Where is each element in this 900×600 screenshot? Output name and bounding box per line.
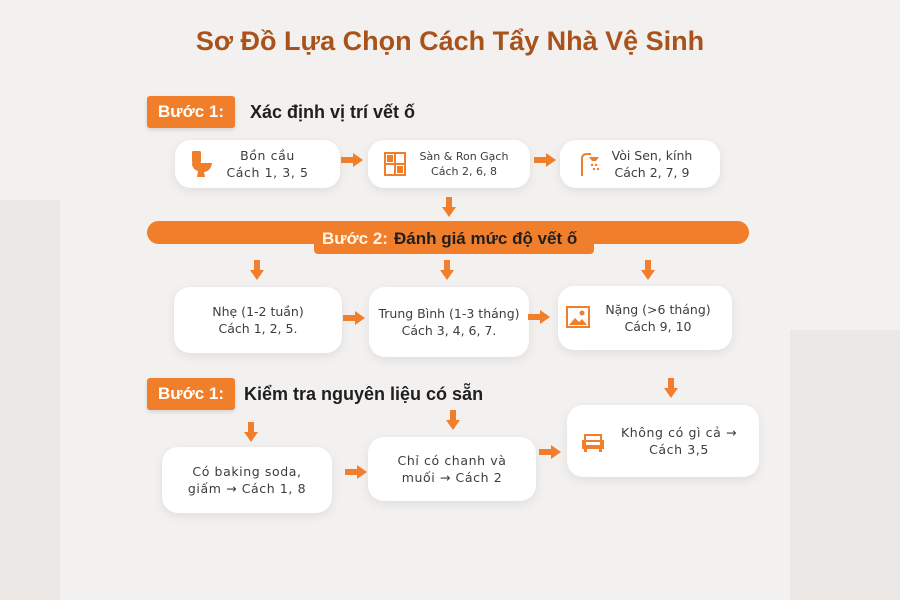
arrow-down-icon — [442, 197, 456, 217]
arrow-right-icon — [343, 311, 365, 325]
step2-badge: Bước 2: Đánh giá mức độ vết ố — [314, 224, 594, 254]
card-light-stain: Nhẹ (1-2 tuần) Cách 1, 2, 5. — [174, 287, 342, 353]
card-label: Trung Bình (1-3 tháng) — [378, 306, 520, 321]
tile-icon — [384, 152, 406, 176]
card-shower: Vòi Sen, kính Cách 2, 7, 9 — [560, 140, 720, 188]
step3-badge: Bước 1: — [147, 378, 235, 410]
step2-title: Đánh giá mức độ vết ố — [393, 229, 578, 248]
card-methods: Cách 1, 2, 5. — [218, 321, 298, 336]
card-methods: muối → Cách 2 — [401, 470, 503, 485]
card-methods: giấm → Cách 1, 8 — [187, 481, 307, 496]
arrow-down-icon — [244, 422, 258, 442]
card-medium-stain: Trung Bình (1-3 tháng) Cách 3, 4, 6, 7. — [369, 287, 529, 357]
card-label: Bồn cầu — [240, 148, 295, 163]
step1-badge: Bước 1: — [147, 96, 235, 128]
card-methods: Cách 3, 4, 6, 7. — [401, 323, 497, 338]
card-methods: Cách 1, 3, 5 — [226, 165, 309, 180]
card-label: Không có gì cả → — [620, 425, 738, 440]
card-label: Nhẹ (1-2 tuần) — [212, 304, 304, 319]
card-floor-tile: Sàn & Ron Gạch Cách 2, 6, 8 — [368, 140, 530, 188]
arrow-right-icon — [534, 153, 556, 167]
step2-badge-label: Bước 2: — [322, 229, 388, 248]
background-block — [0, 200, 60, 600]
arrow-right-icon — [528, 310, 550, 324]
card-baking-soda: Có baking soda, giấm → Cách 1, 8 — [162, 447, 332, 513]
card-label: Vòi Sen, kính — [611, 148, 693, 163]
arrow-right-icon — [539, 445, 561, 459]
card-methods: Cách 3,5 — [649, 442, 709, 457]
card-nothing: Không có gì cả → Cách 3,5 — [567, 405, 759, 477]
picture-icon — [566, 306, 590, 328]
background-block — [790, 330, 900, 600]
step1-title: Xác định vị trí vết ố — [250, 102, 416, 122]
toilet-icon — [192, 151, 212, 177]
card-methods: Cách 2, 7, 9 — [614, 165, 690, 180]
sofa-icon — [582, 434, 604, 452]
arrow-right-icon — [341, 153, 363, 167]
card-label: Sàn & Ron Gạch — [419, 150, 509, 163]
arrow-down-icon — [641, 260, 655, 280]
card-methods: Cách 9, 10 — [624, 319, 692, 334]
card-label: Nặng (>6 tháng) — [605, 302, 711, 317]
card-heavy-stain: Nặng (>6 tháng) Cách 9, 10 — [558, 286, 732, 350]
card-label: Có baking soda, — [192, 464, 302, 479]
card-label: Chỉ có chanh và — [397, 453, 507, 468]
card-lemon-salt: Chỉ có chanh và muối → Cách 2 — [368, 437, 536, 501]
arrow-down-icon — [446, 410, 460, 430]
card-methods: Cách 2, 6, 8 — [431, 165, 497, 178]
step3-title: Kiểm tra nguyên liệu có sẵn — [244, 384, 484, 404]
arrow-down-icon — [440, 260, 454, 280]
arrow-right-icon — [345, 465, 367, 479]
arrow-down-icon — [250, 260, 264, 280]
page-title: Sơ Đồ Lựa Chọn Cách Tẩy Nhà Vệ Sinh — [195, 26, 705, 56]
arrow-down-icon — [664, 378, 678, 398]
shower-icon — [581, 153, 600, 176]
card-toilet: Bồn cầu Cách 1, 3, 5 — [175, 140, 340, 188]
